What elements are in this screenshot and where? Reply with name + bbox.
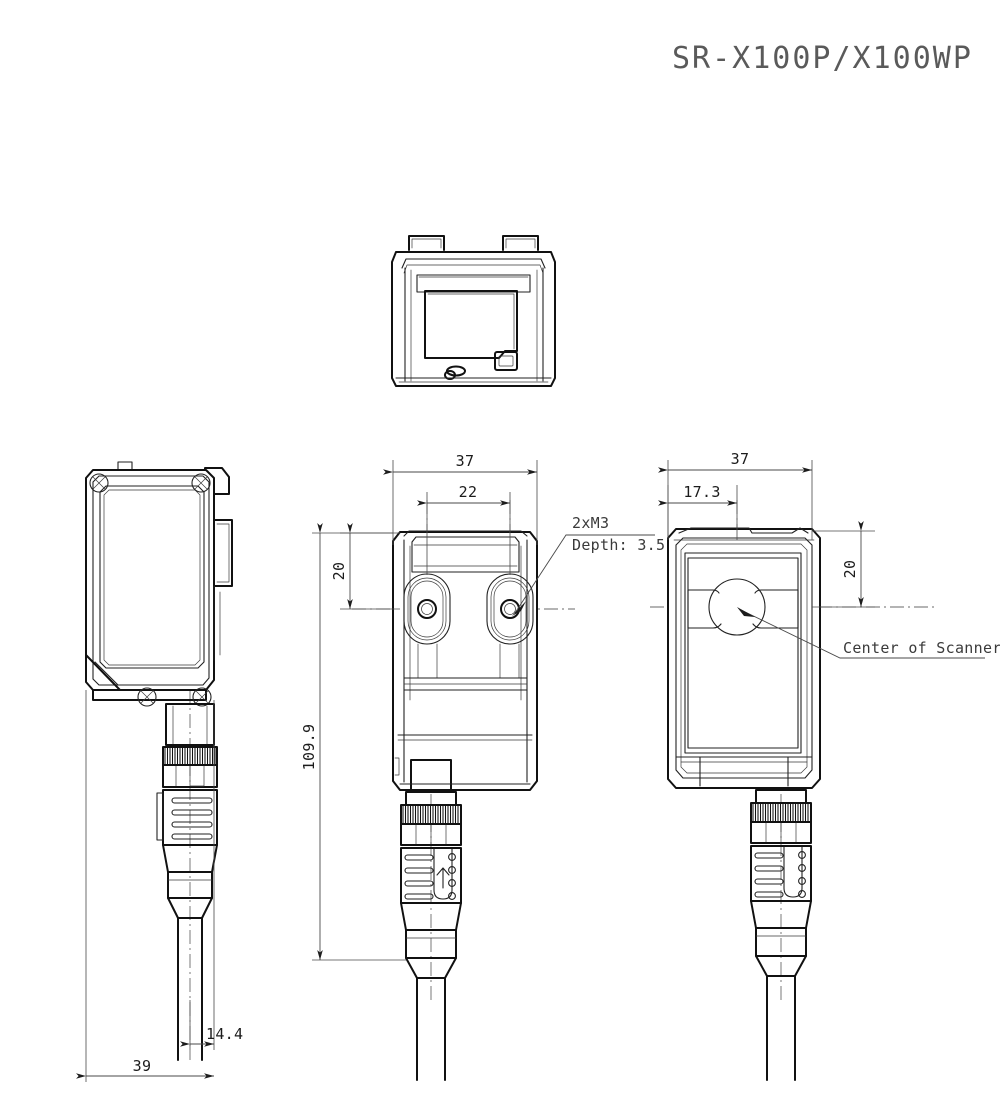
dim-label-right-37: 37 <box>731 450 750 468</box>
scanner-optics <box>687 578 799 636</box>
dim-label-mid-37: 37 <box>456 452 475 470</box>
top-view-group <box>391 235 556 387</box>
dim-label-17-3: 17.3 <box>683 483 720 501</box>
dim-label-right-20: 20 <box>841 560 859 579</box>
dim-right-center-offset: 17.3 <box>658 483 738 540</box>
screw-head-icon <box>191 473 211 493</box>
dim-mid-hole-spacing: 22 <box>417 483 511 575</box>
screw-head-icon <box>192 687 212 707</box>
dim-mid-overall-width: 37 <box>383 452 538 545</box>
dim-mid-hole-height: 20 <box>330 523 400 610</box>
note-label-center-of-scanner: Center of Scanner <box>843 639 1000 657</box>
note-label-depth: Depth: 3.5 <box>572 536 665 554</box>
grip-ribs <box>754 851 806 898</box>
screw-head-icon <box>137 687 157 707</box>
note-scanner-center: Center of Scanner <box>737 607 1000 659</box>
dim-left-cable-offset: 14.4 <box>180 700 243 1050</box>
note-label-2xm3: 2xM3 <box>572 514 609 532</box>
front-view-group <box>650 500 935 1081</box>
dim-label-mid-20: 20 <box>330 562 348 581</box>
knurled-ring <box>752 804 812 821</box>
dim-label-39: 39 <box>133 1057 152 1075</box>
drawing-title: SR-X100P/X100WP <box>672 41 973 76</box>
rear-view-group <box>352 500 575 1081</box>
grip-ribs <box>404 853 456 900</box>
dim-label-109-9: 109.9 <box>300 724 318 771</box>
dim-label-22: 22 <box>459 483 478 501</box>
screw-head-icon <box>89 473 109 493</box>
note-thread-spec: 2xM3 Depth: 3.5 <box>512 514 665 616</box>
dim-mid-overall-height: 109.9 <box>300 523 406 961</box>
dim-left-overall-width: 39 <box>76 690 214 1082</box>
left-side-view-group <box>85 461 233 1061</box>
knurled-ring <box>402 806 462 823</box>
dim-right-center-height: 20 <box>812 521 875 608</box>
dim-label-14-4: 14.4 <box>206 1025 243 1043</box>
grip-ribs <box>171 797 213 840</box>
alignment-arrow-icon <box>436 867 450 889</box>
knurled-ring <box>164 748 216 764</box>
